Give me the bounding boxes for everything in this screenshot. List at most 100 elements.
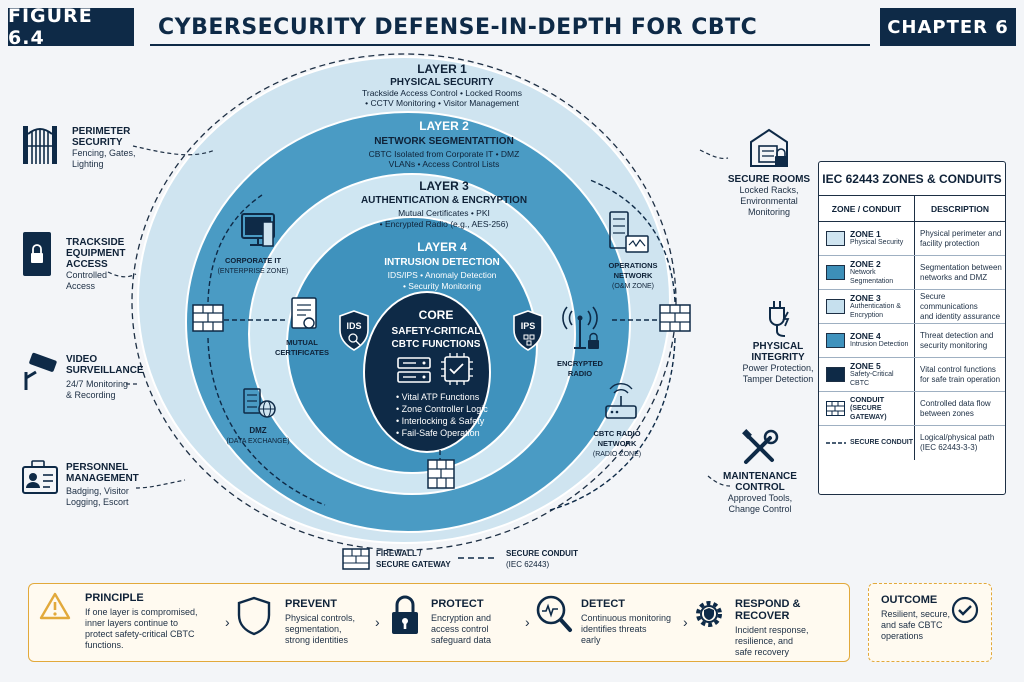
title-underline bbox=[150, 44, 870, 46]
connector-trackside bbox=[107, 271, 137, 278]
detect-line: identifies threats bbox=[581, 624, 647, 634]
core-item: • Zone Controller Logic bbox=[396, 404, 488, 414]
secure-rooms-sub3: Monitoring bbox=[747, 207, 791, 217]
maintenance-sub1: Approved Tools, bbox=[727, 493, 793, 503]
ips-shield-icon bbox=[513, 310, 543, 351]
chevron-right-icon: › bbox=[375, 614, 380, 630]
gate-icon bbox=[23, 126, 57, 164]
trackside-title2: EQUIPMENT bbox=[66, 248, 126, 259]
detect-section: DETECT Continuous monitoring identifies … bbox=[535, 584, 685, 663]
connector-maintenance bbox=[707, 475, 731, 487]
radio-net-label1: CBTC RADIO bbox=[593, 429, 640, 438]
radio-net-sub: (RADIO ZONE) bbox=[593, 451, 641, 458]
ips-label: IPS bbox=[521, 321, 536, 331]
chevron-right-icon: › bbox=[525, 614, 530, 630]
tools-icon bbox=[742, 429, 779, 464]
iec-row-secure-conduit: SECURE CONDUIT Logical/physical path(IEC… bbox=[819, 426, 1005, 460]
encrypted-radio-label1: ENCRYPTED bbox=[557, 359, 604, 368]
ids-shield-icon bbox=[339, 310, 369, 351]
firewall-bottom-icon bbox=[427, 459, 455, 489]
physical-integrity-title2: INTEGRITY bbox=[751, 352, 805, 363]
mutual-certs-label2: CERTIFICATES bbox=[275, 348, 329, 357]
mutual-certs-label1: MUTUAL bbox=[286, 338, 318, 347]
prevent-line: segmentation, bbox=[285, 624, 342, 634]
layer3-title: AUTHENTICATION & ENCRYPTION bbox=[361, 195, 527, 206]
outcome-line: operations bbox=[881, 631, 924, 641]
zone-name: ZONE 1 bbox=[850, 229, 881, 240]
core-subtitle2: CBTC FUNCTIONS bbox=[392, 339, 481, 350]
core-title: CORE bbox=[419, 308, 454, 322]
radio-router-icon bbox=[605, 383, 637, 419]
principle-title: PRINCIPLE bbox=[85, 592, 144, 604]
iec-table-title: IEC 62443 ZONES & CONDUITS bbox=[819, 162, 1005, 196]
zone-desc: and identity assurance bbox=[920, 311, 1001, 321]
core-item: • Fail-Safe Operation bbox=[396, 428, 480, 438]
zone-desc: between zones bbox=[920, 408, 974, 418]
iec-row-conduit: CONDUIT(SECURE GATEWAY) Controlled data … bbox=[819, 392, 1005, 426]
chapter-number: CHAPTER 6 bbox=[887, 16, 1009, 38]
locked-cabinet-icon bbox=[23, 232, 51, 276]
chevron-right-icon: › bbox=[225, 614, 230, 630]
firewall-right-icon bbox=[659, 304, 691, 332]
conduit-left-lower-arc bbox=[207, 337, 326, 506]
side-item-physical-integrity: PHYSICAL INTEGRITY Power Protection, Tam… bbox=[730, 298, 826, 385]
certificate-icon bbox=[291, 297, 317, 329]
conduit-right-lower-arc bbox=[549, 337, 676, 511]
zone-desc: Logical/physical path bbox=[920, 433, 995, 442]
connector-secure-rooms bbox=[699, 149, 729, 160]
outer-secure-conduit-ring bbox=[131, 53, 677, 551]
layer1-desc1: Trackside Access Control • Locked Rooms bbox=[362, 88, 522, 98]
personnel-sub1: Badging, Visitor bbox=[66, 486, 129, 496]
protect-section: PROTECT Encryption and access control sa… bbox=[387, 584, 527, 663]
video-title1: VIDEO bbox=[66, 354, 98, 365]
id-badge-icon bbox=[22, 460, 58, 494]
video-sub1: 24/7 Monitoring bbox=[66, 379, 129, 389]
zone3-swatch bbox=[826, 299, 845, 314]
zone-sub: Physical Security bbox=[850, 239, 904, 247]
video-sub2: & Recording bbox=[66, 390, 116, 400]
zone-desc: for safe train operation bbox=[920, 374, 1001, 384]
connector-personnel bbox=[135, 479, 186, 489]
dmz-sub: (DATA EXCHANGE) bbox=[226, 438, 289, 445]
physical-integrity-sub2: Tamper Detection bbox=[742, 374, 814, 384]
legend-firewall-label1: FIREWALL / bbox=[376, 549, 422, 558]
physical-integrity-title1: PHYSICAL bbox=[752, 341, 804, 352]
zone-name: CONDUIT bbox=[850, 395, 885, 404]
layer3-name: LAYER 3 bbox=[419, 179, 469, 193]
page-title: CYBERSECURITY DEFENSE-IN-DEPTH FOR CBTC bbox=[158, 14, 758, 40]
trackside-title3: ACCESS bbox=[66, 259, 108, 270]
zone-desc: facility protection bbox=[920, 238, 980, 248]
prevent-line: Physical controls, bbox=[285, 613, 356, 623]
zone5-swatch bbox=[826, 367, 845, 382]
conduit-left-arc bbox=[207, 194, 263, 303]
perimeter-sub1: Fencing, Gates, bbox=[72, 148, 136, 158]
layer2-desc1: CBTC Isolated from Corporate IT • DMZ bbox=[369, 149, 520, 159]
trackside-title1: TRACKSIDE bbox=[66, 237, 125, 248]
detect-line: Continuous monitoring bbox=[581, 613, 672, 623]
personnel-sub2: Logging, Escort bbox=[66, 497, 129, 507]
layer1-desc2: • CCTV Monitoring • Visitor Management bbox=[365, 98, 519, 108]
zone-name: ZONE 4 bbox=[850, 331, 881, 342]
legend-firewall-icon bbox=[342, 548, 370, 570]
layer4-title: INTRUSION DETECTION bbox=[384, 257, 500, 268]
zone-sub: Safety-Critical CBTC bbox=[850, 371, 894, 387]
protect-title: PROTECT bbox=[431, 598, 484, 610]
zone-desc: Threat detection and bbox=[920, 330, 994, 340]
zone-desc: security monitoring bbox=[920, 340, 988, 350]
detect-title: DETECT bbox=[581, 598, 625, 610]
zone-sub: Network Segmentation bbox=[850, 269, 894, 285]
shield-icon bbox=[237, 596, 271, 636]
corporate-it-sub: (ENTERPRISE ZONE) bbox=[218, 268, 289, 275]
zone1-swatch bbox=[826, 231, 845, 246]
legend-firewall-label2: SECURE GATEWAY bbox=[376, 560, 451, 569]
encrypted-radio-label2: RADIO bbox=[568, 369, 592, 378]
ids-label: IDS bbox=[346, 321, 361, 331]
ops-network-sub: (O&M ZONE) bbox=[612, 283, 654, 290]
video-title2: SURVEILLANCE bbox=[66, 365, 144, 376]
iec-62443-table: IEC 62443 ZONES & CONDUITS ZONE / CONDUI… bbox=[818, 161, 1006, 495]
